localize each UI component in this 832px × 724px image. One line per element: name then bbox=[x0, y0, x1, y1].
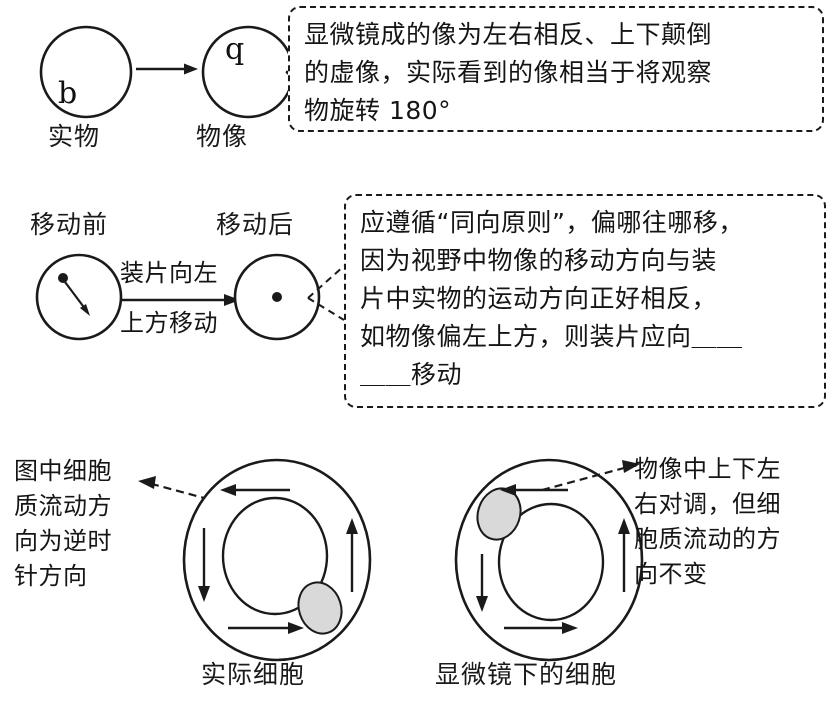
actual-cell-diagram bbox=[182, 458, 372, 662]
before-move-circle bbox=[35, 253, 123, 341]
annotation-line: 图中细胞 bbox=[14, 457, 112, 485]
annotation-line: 向不变 bbox=[634, 560, 708, 588]
after-move-circle bbox=[233, 253, 321, 341]
microscope-cell-label: 显微镜下的细胞 bbox=[435, 660, 618, 689]
callout-line: 的虚像，实际看到的像相当于将观察 bbox=[304, 58, 713, 87]
slide-move-caption-line1: 装片向左 bbox=[120, 259, 218, 287]
image-letter: q bbox=[225, 32, 245, 67]
annotation-line: 物像中上下左 bbox=[634, 455, 781, 483]
actual-cell-label: 实际细胞 bbox=[201, 660, 306, 689]
callout-tail-2 bbox=[307, 265, 345, 321]
callout-line: 如物像偏左上方，则装片应向＿＿ bbox=[360, 322, 743, 351]
annotation-line: 右对调，但细 bbox=[634, 490, 781, 518]
annotation-line: 向为逆时 bbox=[14, 527, 112, 555]
row-slide-movement: 移动前 移动后 装片向左 上方移动 应遵循“同向原则”，偏哪往哪移， bbox=[0, 190, 832, 420]
image-label: 物像 bbox=[196, 122, 249, 151]
row-cytoplasmic-streaming: 图中细胞 质流动方 向为逆时 针方向 bbox=[0, 440, 832, 690]
row-image-inversion: b q 实物 物像 显微镜成的像为左右相反、上下颠倒 的虚像，实际看到的像相当于… bbox=[0, 0, 832, 170]
object-label: 实物 bbox=[48, 122, 101, 151]
callout-line: 显微镜成的像为左右相反、上下颠倒 bbox=[304, 20, 713, 49]
transform-arrow bbox=[136, 63, 198, 75]
callout-line: 应遵循“同向原则”，偏哪往哪移， bbox=[360, 208, 744, 237]
right-leader-arrow bbox=[541, 460, 640, 492]
callout-line: ＿＿移动 bbox=[360, 360, 463, 389]
callout-line: 片中实物的运动方向正好相反， bbox=[360, 284, 718, 313]
callout-box-slide-rule: 应遵循“同向原则”，偏哪往哪移， 因为视野中物像的移动方向与装 片中实物的运动方… bbox=[344, 194, 826, 408]
annotation-line: 胞质流动的方 bbox=[634, 525, 781, 553]
callout-line: 物旋转 180° bbox=[304, 96, 452, 125]
microscope-cell-diagram bbox=[454, 458, 644, 662]
slide-move-arrow bbox=[120, 294, 240, 306]
annotation-line: 质流动方 bbox=[14, 492, 112, 520]
before-move-label: 移动前 bbox=[30, 210, 109, 239]
after-move-label: 移动后 bbox=[216, 210, 295, 239]
annotation-line: 针方向 bbox=[14, 562, 88, 590]
object-circle bbox=[39, 25, 133, 119]
right-annotation: 物像中上下左 右对调，但细 胞质流动的方 向不变 bbox=[634, 452, 781, 592]
image-circle bbox=[201, 25, 295, 119]
left-annotation: 图中细胞 质流动方 向为逆时 针方向 bbox=[14, 454, 112, 594]
callout-line: 因为视野中物像的移动方向与装 bbox=[360, 246, 718, 275]
slide-move-caption-line2: 上方移动 bbox=[120, 309, 218, 337]
callout-box-image-inversion: 显微镜成的像为左右相反、上下颠倒 的虚像，实际看到的像相当于将观察 物旋转 18… bbox=[288, 6, 824, 132]
object-letter: b bbox=[58, 76, 78, 111]
